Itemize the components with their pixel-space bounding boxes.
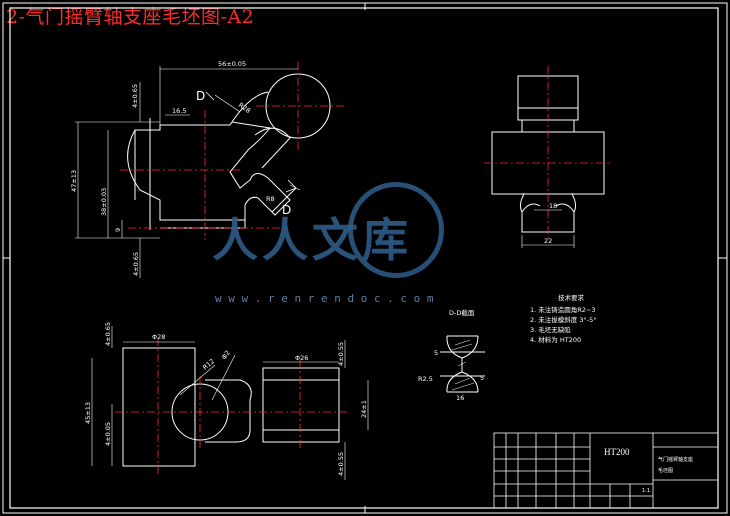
view-label-d2: D: [282, 203, 291, 217]
drawing-title: 2-气门摇臂轴支座毛坯图-A2: [6, 6, 255, 28]
dim-r-small: R8: [266, 195, 275, 203]
note-item: 1. 未注铸造圆角R2~3: [530, 305, 596, 314]
watermark-url: w w w . r e n r e n d o c . c o m: [215, 292, 434, 305]
title-block-material: HT200: [604, 447, 630, 457]
side-view-dimlines: [521, 209, 575, 248]
dim-plan-right-top: 4±0.55: [337, 342, 345, 366]
dim-plan-d2: Φ2: [220, 349, 232, 361]
dim-plan-top: 4±0.65: [104, 322, 112, 346]
dim-height-47: 47±13: [70, 170, 78, 192]
title-block-part-name-1: 气门摇臂轴支座: [658, 456, 693, 463]
dim-small-9: 9: [114, 228, 122, 232]
dim-sec-r25: R2.5: [418, 375, 433, 383]
dim-plan-r12: R12: [201, 357, 216, 371]
title-block: [493, 432, 719, 509]
title-block-part-name-2: 毛坯图: [658, 467, 673, 474]
plan-view-centerlines: [115, 338, 350, 476]
title-block-scale: 1:1: [642, 488, 650, 494]
watermark-text: 人人文库: [212, 213, 412, 267]
note-item: 2. 未注拔模斜度 3°-5°: [530, 315, 596, 324]
dim-plan-height: 45±13: [84, 402, 92, 424]
section-hatch: [451, 339, 475, 391]
front-view-dimlines: [75, 66, 301, 278]
dim-plan-d28: Φ28: [152, 333, 165, 341]
view-label-d1: D: [196, 89, 205, 103]
dim-height-38: 38±0.03: [100, 188, 108, 216]
section-label: D-D截面: [449, 308, 475, 317]
dim-plan-right-bot: 4±0.55: [337, 452, 345, 476]
view-arrow: [205, 91, 215, 101]
note-item: 4. 材料为 HT200: [530, 335, 581, 344]
dim-step: 16.5: [172, 107, 186, 115]
plan-view-dimlines: [91, 326, 369, 480]
side-view-centerlines: [484, 66, 612, 240]
view-arrow: [285, 179, 297, 193]
dim-side-18: 18: [549, 202, 557, 210]
dim-plan-right-mid: 24±1: [360, 400, 368, 418]
dim-sec-5b: 5: [480, 374, 484, 382]
watermark-logo: [348, 182, 444, 278]
notes-heading: 技术要求: [558, 293, 585, 302]
dim-left-height-top: 4±0.65: [131, 84, 139, 108]
dim-top-width: 56±0.05: [218, 60, 246, 68]
dim-side-22: 22: [544, 237, 552, 245]
dim-bottom-offset: 4±0.65: [132, 252, 140, 276]
dim-sec-d: 16: [456, 394, 464, 402]
front-view-centerlines: [120, 62, 345, 240]
plan-view: [122, 347, 340, 467]
dim-sec-5a: 5: [434, 349, 438, 357]
note-item: 3. 毛坯无缺陷: [530, 325, 571, 334]
dim-plan-inner: 4±0.05: [104, 422, 112, 446]
section-dd: [440, 335, 485, 393]
dim-plan-d26: Φ26: [295, 354, 308, 362]
